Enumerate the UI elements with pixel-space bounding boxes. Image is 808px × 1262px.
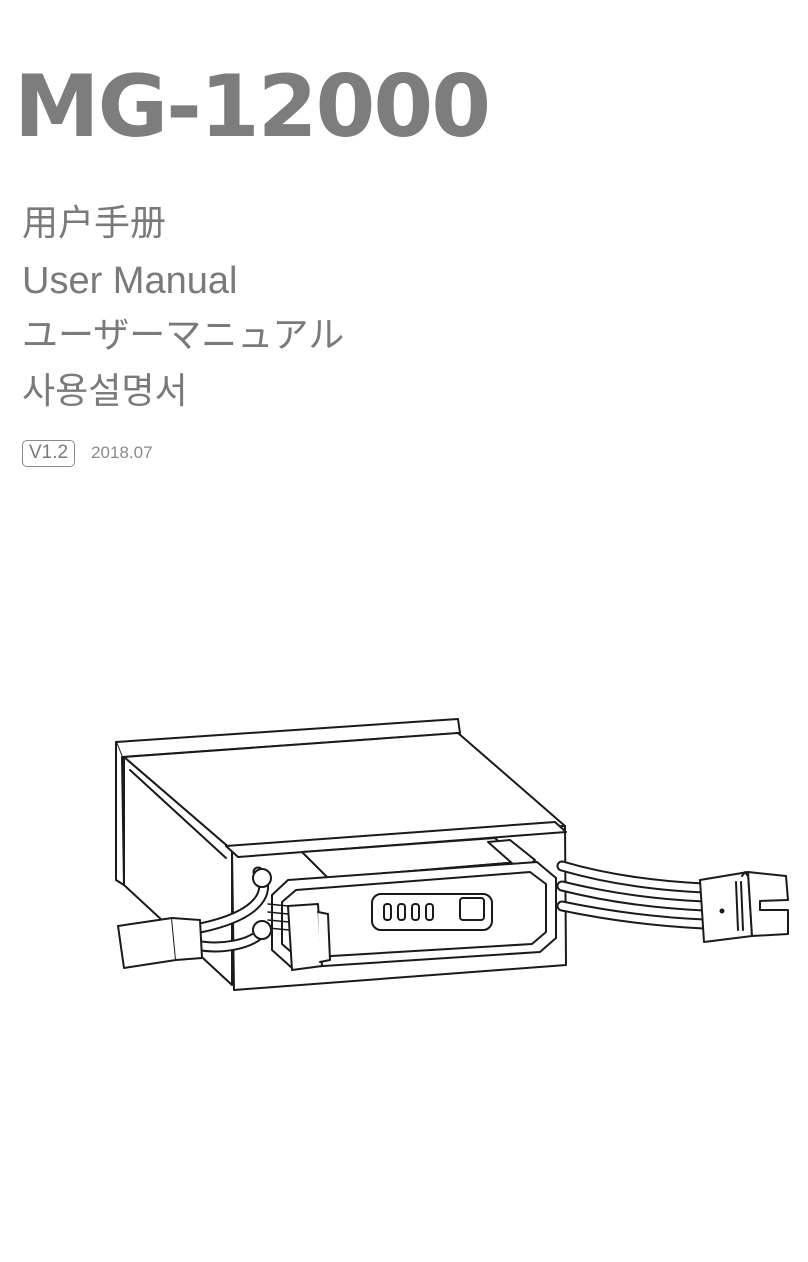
led-4 <box>426 904 433 920</box>
release-date: 2018.07 <box>91 443 152 463</box>
title-chinese: 用户手册 <box>22 206 166 242</box>
right-cables <box>562 866 704 924</box>
version-row: V1.2 2018.07 <box>22 440 153 467</box>
version-badge: V1.2 <box>22 440 75 467</box>
title-english: User Manual <box>22 262 237 300</box>
title-japanese: ユーザーマニュアル <box>22 318 344 354</box>
title-korean: 사용설명서 <box>22 374 188 410</box>
power-button <box>460 898 484 920</box>
model-title: MG-12000 <box>14 64 489 150</box>
battery-illustration <box>100 700 800 1000</box>
right-output-connector <box>700 872 752 942</box>
left-xt-connector <box>118 918 176 968</box>
led-1 <box>384 904 391 920</box>
led-2 <box>398 904 405 920</box>
led-3 <box>412 904 419 920</box>
balance-connector <box>288 904 322 970</box>
